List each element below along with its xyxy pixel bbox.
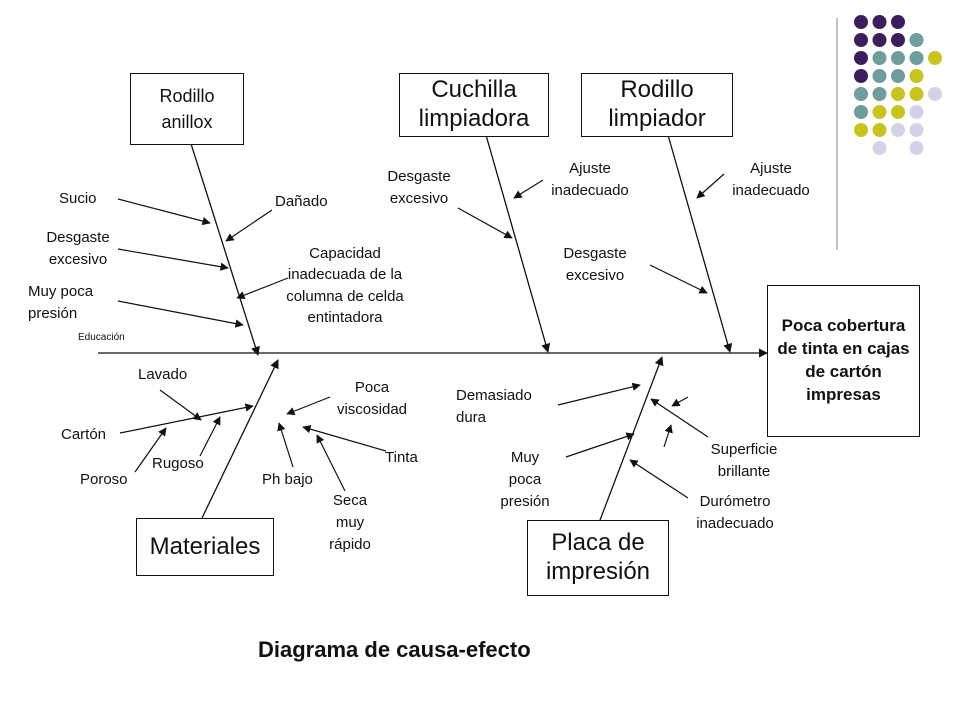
category-label: Rodillo limpiador (608, 76, 706, 132)
effect-label: Poca cobertura de tinta en cajas de cart… (777, 316, 910, 404)
decorative-dot (909, 69, 924, 83)
cause-durometro: Durómetro inadecuado (696, 493, 774, 532)
decorative-dot (854, 33, 868, 47)
decorative-dot (854, 51, 868, 65)
category-label: Cuchilla limpiadora (418, 76, 530, 132)
arrow-tinta (302, 425, 387, 452)
decorative-dot-grid (854, 15, 942, 155)
arrow-ajuste-cuchilla (513, 179, 544, 199)
arrow-seca (316, 434, 346, 492)
decorative-dot (909, 87, 924, 101)
cause-tinta: Tinta (385, 449, 418, 466)
decorative-dot (872, 105, 887, 119)
decorative-dot (854, 123, 868, 137)
category-cuchilla-limpiadora: Cuchilla limpiadora (399, 73, 549, 137)
decorative-dot (854, 15, 868, 29)
bone-placa-impresion (596, 356, 664, 529)
arrow-superficie (650, 398, 709, 438)
decorative-dot (872, 51, 887, 65)
cause-dura: Demasiado dura (456, 387, 532, 426)
decorative-dot (928, 87, 942, 101)
decorative-dot (891, 33, 905, 47)
cause-lavado: Lavado (138, 366, 188, 383)
decorative-dot (891, 51, 905, 65)
arrow-presion-placa (565, 432, 635, 458)
corner-label: Educación (78, 332, 125, 343)
decorative-dot (909, 105, 924, 119)
cause-capacidad: Capacidad inadecuada de la columna de ce… (286, 245, 404, 326)
cause-desgaste-anillox: Desgaste excesivo (46, 229, 110, 268)
cause-danado: Dañado (275, 193, 328, 210)
cause-superficie: Superficie brillante (710, 441, 778, 480)
category-rodillo-anillox: Rodillo anillox (130, 73, 244, 145)
arrow-capacidad (236, 277, 289, 300)
cause-ajuste-cuchilla: Ajuste inadecuado (551, 160, 629, 199)
bone-rodillo-limpiador (665, 127, 733, 353)
arrow-desgaste-anillox (117, 248, 229, 271)
cause-sucio: Sucio (59, 190, 97, 207)
cause-desgaste-limpiador: Desgaste excesivo (563, 245, 627, 284)
bone-materiales (201, 359, 279, 519)
cause-seca: Seca muy rápido (329, 492, 371, 553)
arrow-desgaste-limpiador (649, 264, 708, 294)
decorative-dot (909, 141, 924, 155)
cause-carton: Cartón (61, 426, 107, 443)
decorative-dot (854, 87, 868, 101)
arrow-sucio (117, 198, 211, 226)
arrow-rugoso (199, 416, 221, 457)
category-label: Materiales (149, 532, 261, 560)
arrow-desgaste-cuchilla (457, 207, 513, 239)
arrow-carton-sub (119, 403, 254, 434)
decorative-dot (872, 141, 887, 155)
effect-box: Poca cobertura de tinta en cajas de cart… (767, 285, 920, 437)
bone-rodillo-anillox (185, 127, 260, 356)
arrow-presion-anillox (117, 300, 244, 328)
category-placa-impresion: Placa de impresión (527, 520, 669, 596)
arrow-poroso (134, 427, 167, 473)
decorative-dot (872, 15, 887, 29)
category-label: Rodillo anillox (159, 85, 215, 132)
decorative-dot (891, 105, 905, 119)
cause-rugoso: Rugoso (152, 455, 204, 472)
cause-viscosidad: Poca viscosidad (336, 379, 408, 418)
cause-presion-placa: Muy poca presión (500, 449, 550, 510)
cause-desgaste-cuchilla: Desgaste excesivo (387, 168, 451, 207)
decorative-dot (891, 69, 905, 83)
cause-poroso: Poroso (80, 471, 128, 488)
decorative-dot (872, 69, 887, 83)
cause-ajuste-limpiador: Ajuste inadecuado (732, 160, 810, 199)
arrow-danado (225, 209, 273, 242)
stray-arrow-2 (663, 424, 673, 448)
decorative-dot (928, 51, 942, 65)
decorative-dot (854, 69, 868, 83)
category-rodillo-limpiador: Rodillo limpiador (581, 73, 733, 137)
cause-ph: Ph bajo (262, 471, 313, 488)
decorative-dot (891, 15, 905, 29)
arrow-lavado (159, 389, 202, 421)
arrow-dura (557, 382, 641, 406)
diagram-title: Diagrama de causa-efecto (258, 637, 531, 662)
arrow-viscosidad (286, 396, 331, 416)
decorative-dot (872, 33, 887, 47)
decorative-dot (891, 87, 905, 101)
decorative-dot (854, 105, 868, 119)
cause-presion-anillox: Muy poca presión (28, 283, 94, 322)
decorative-dot (909, 33, 924, 47)
decorative-dot (872, 123, 887, 137)
category-label: Placa de impresión (545, 529, 651, 585)
bone-cuchilla-limpiadora (483, 127, 551, 353)
arrow-durometro (629, 459, 689, 499)
decorative-dot (872, 87, 887, 101)
arrow-ph (277, 422, 294, 468)
decorative-dot (891, 123, 905, 137)
decorative-dot (909, 51, 924, 65)
decorative-dot (909, 123, 924, 137)
arrow-ajuste-limpiador (696, 173, 725, 199)
stray-arrow-1 (671, 396, 689, 407)
category-materiales: Materiales (136, 518, 274, 576)
